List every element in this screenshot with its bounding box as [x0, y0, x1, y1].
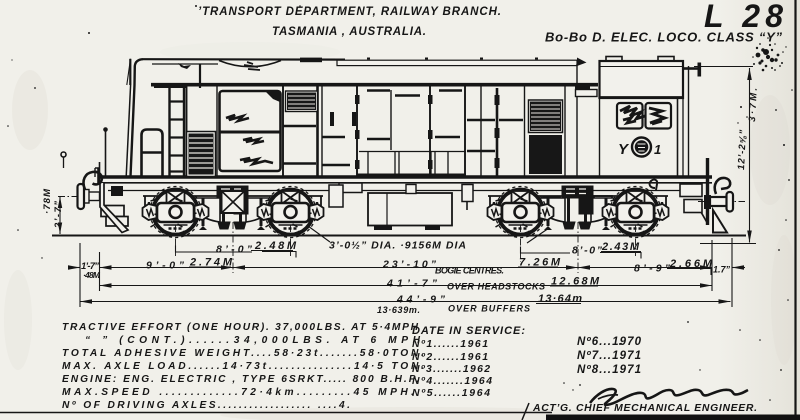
svg-text:Nº6...1970: Nº6...1970: [577, 336, 642, 348]
svg-text:8’-9”: 8’-9”: [634, 263, 671, 275]
svg-text:3·7M.: 3·7M.: [747, 88, 760, 123]
svg-text:·48M: ·48M: [83, 270, 101, 280]
svg-text:2.43M: 2.43M: [601, 241, 640, 253]
svg-text:2.66M: 2.66M: [669, 258, 713, 270]
svg-text:BOGIE CENTRES.: BOGIE CENTRES.: [435, 266, 504, 276]
svg-text:Nº4.......1964: Nº4.......1964: [412, 376, 492, 387]
svg-text:2.48M: 2.48M: [254, 240, 297, 252]
svg-text:Nº3.......1962: Nº3.......1962: [412, 364, 490, 375]
svg-text:TOTAL ADHESIVE WEIGHT....58·: TOTAL ADHESIVE WEIGHT....58·23t.......58…: [62, 348, 424, 359]
svg-text:’TRANSPORT DEPARTMENT, RAILW: ’TRANSPORT DEPARTMENT, RAILWAY BRANCH.: [198, 6, 501, 18]
svg-text:L 28: L 28: [704, 0, 783, 34]
svg-text:9’-0”: 9’-0”: [146, 260, 185, 272]
svg-text:23’-10”: 23’-10”: [382, 259, 437, 271]
svg-text:Bo-Bo D. ELEC. LOCO. CLASS: Bo-Bo D. ELEC. LOCO. CLASS “Y”: [545, 30, 783, 45]
svg-text:12’-2⅝”: 12’-2⅝”: [736, 129, 749, 170]
svg-text:Nº OF DRIVING AXLES...........: Nº OF DRIVING AXLES.................. ..…: [62, 400, 350, 411]
svg-text:OVER HEADSTOCKS: OVER HEADSTOCKS: [447, 282, 545, 292]
svg-text:OVER BUFFERS: OVER BUFFERS: [448, 304, 530, 314]
svg-text:Y: Y: [618, 141, 630, 158]
svg-text:TRACTIVE EFFORT (ONE HOUR).: TRACTIVE EFFORT (ONE HOUR). 37,000LBS. A…: [62, 322, 419, 333]
svg-text:Nº8...1971: Nº8...1971: [577, 364, 641, 376]
svg-text:Nº7...1971: Nº7...1971: [577, 350, 641, 362]
svg-text:13·639m.: 13·639m.: [377, 305, 420, 315]
svg-text:1: 1: [654, 142, 661, 157]
svg-text:ACT’G. CHIEF MECHANICAL EN: ACT’G. CHIEF MECHANICAL ENGINEER.: [532, 403, 757, 414]
svg-text:2.74M: 2.74M: [189, 257, 233, 269]
svg-text:2’-7”: 2’-7”: [53, 201, 64, 229]
svg-text:1.7”: 1.7”: [713, 265, 731, 275]
svg-text:8’-0”: 8’-0”: [216, 244, 253, 256]
svg-text:1’-7”: 1’-7”: [81, 261, 99, 272]
svg-text:TASMANIA , AUSTRALIA.: TASMANIA , AUSTRALIA.: [272, 26, 426, 38]
svg-text:·78M: ·78M: [42, 188, 53, 214]
svg-text:8’-0”: 8’-0”: [572, 245, 603, 257]
svg-text:3’-0½” DIA. ·9156M DIA: 3’-0½” DIA. ·9156M DIA: [329, 240, 466, 252]
svg-text:DATE IN SERVICE:: DATE IN SERVICE:: [412, 325, 525, 337]
